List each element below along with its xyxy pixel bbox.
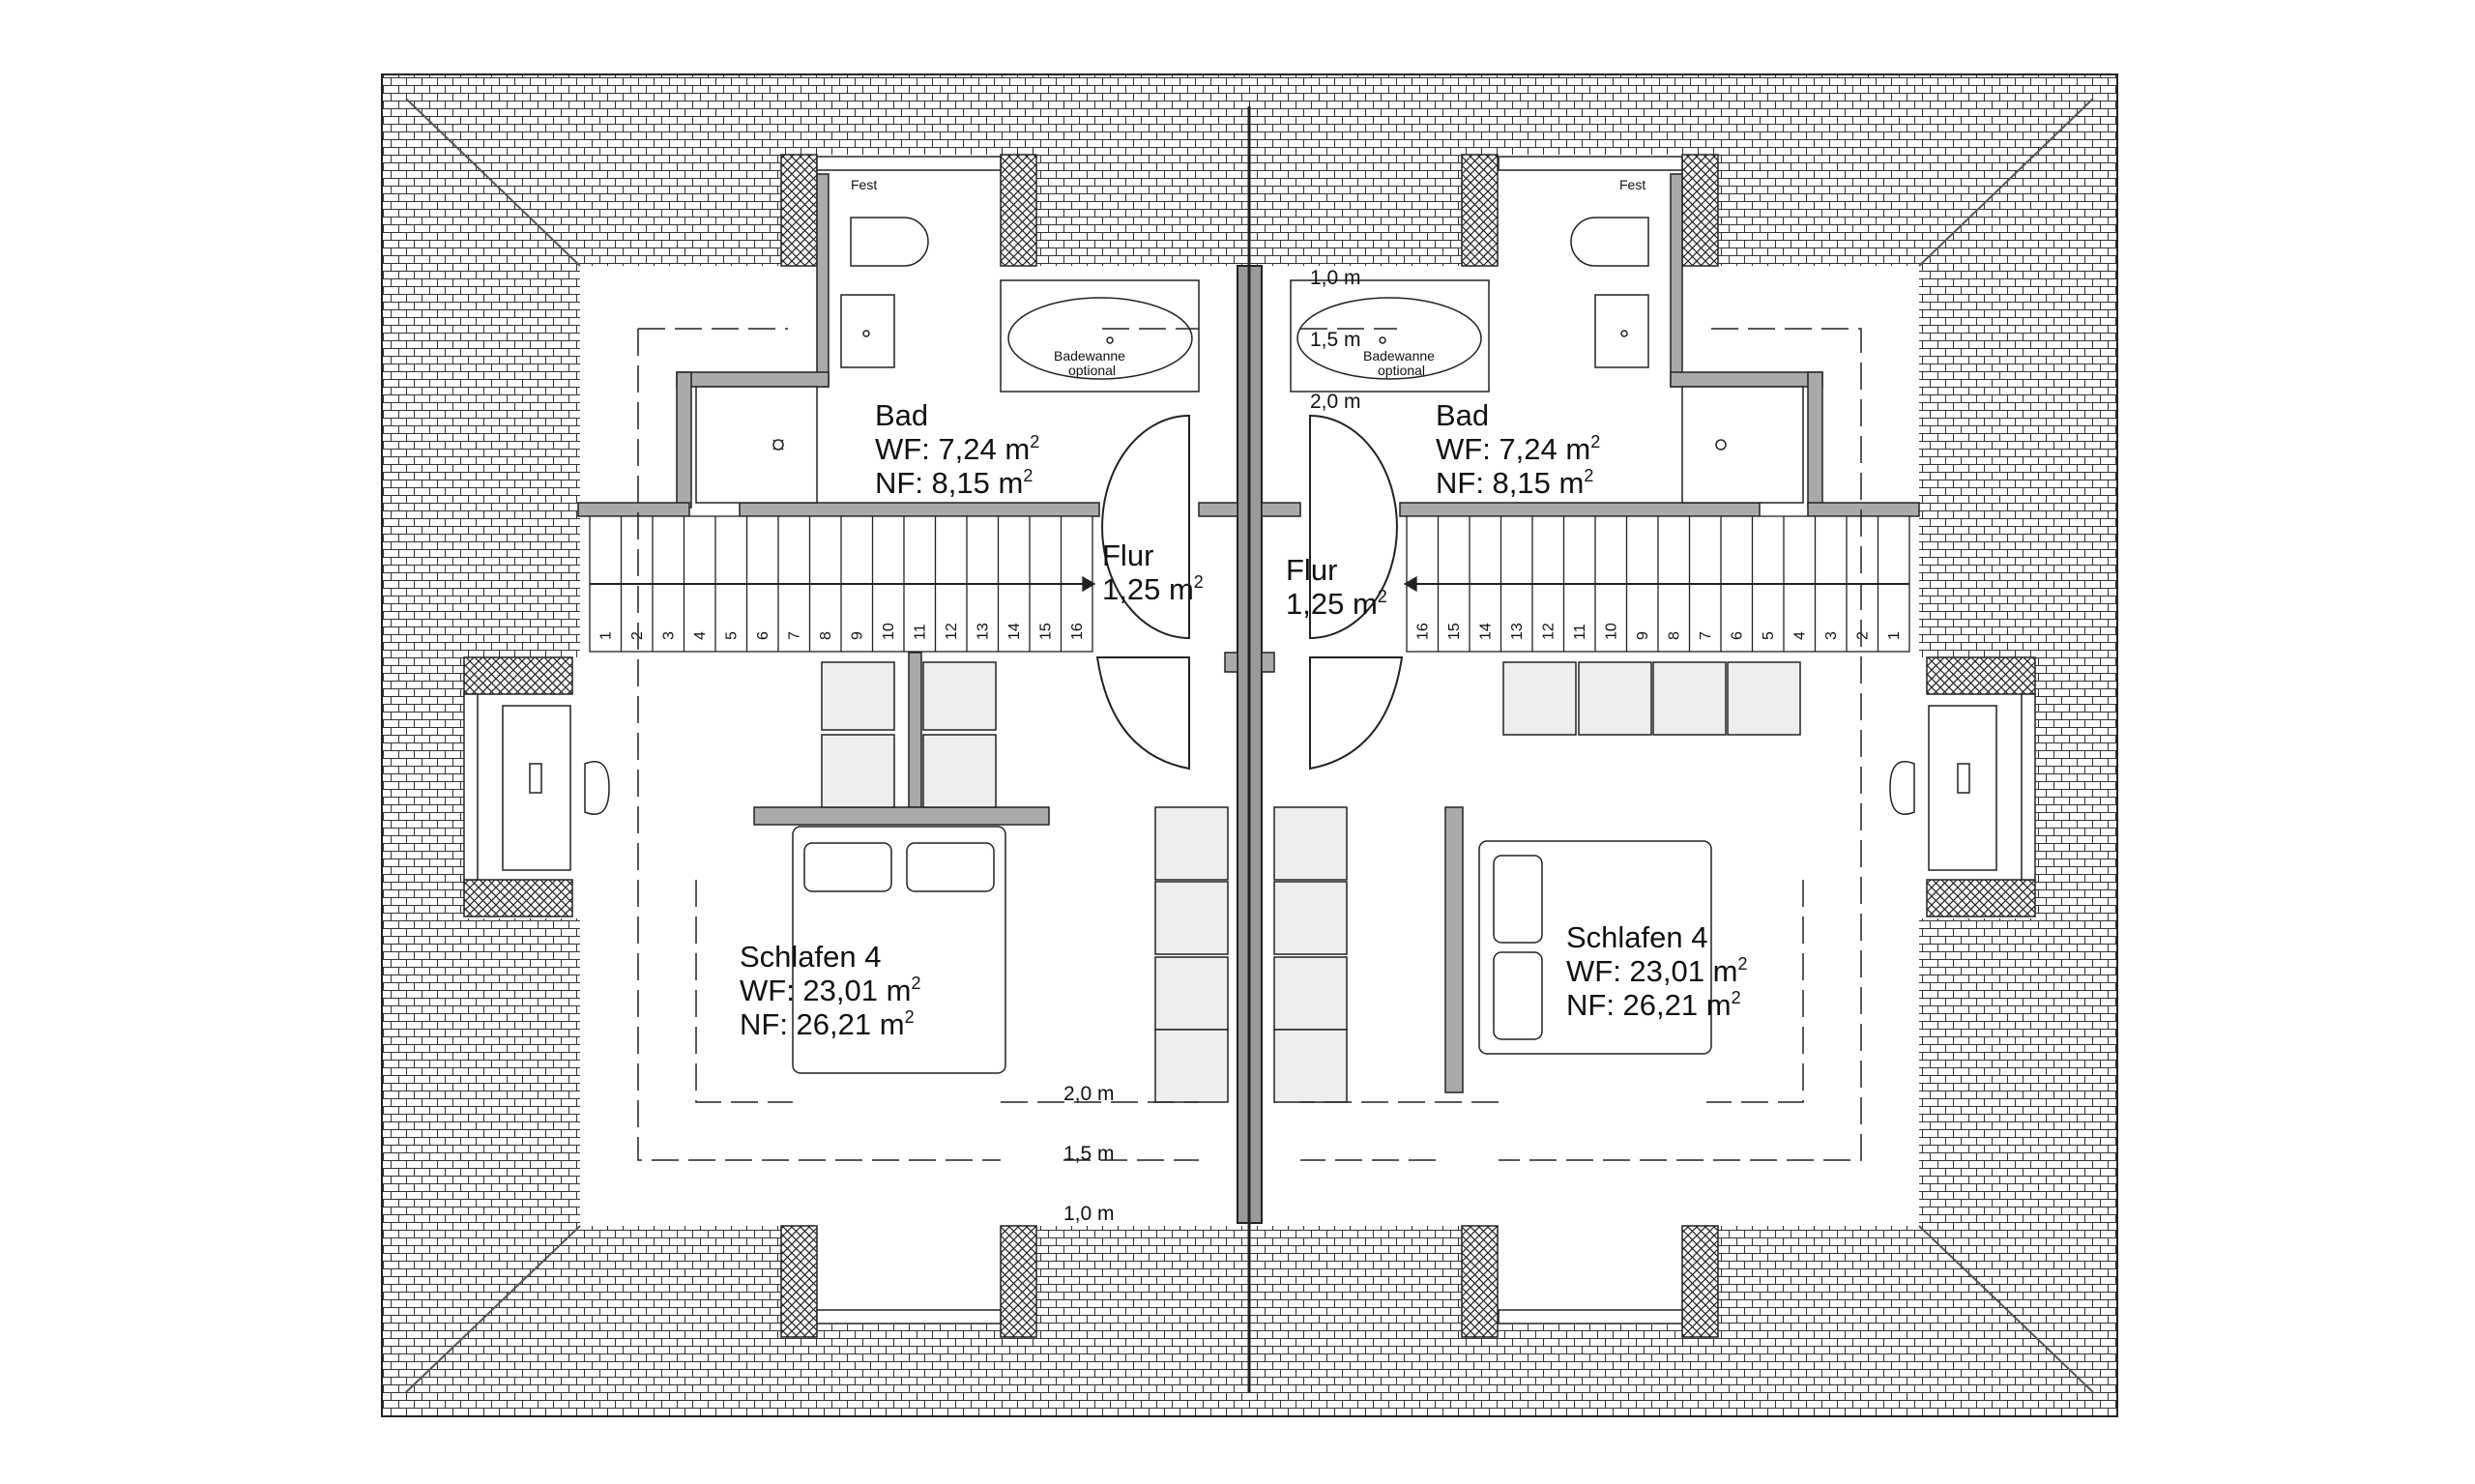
stair-step-number: 7 (786, 631, 802, 640)
tub-label: Badewanne (1363, 348, 1435, 364)
bedroom-wf: WF: 23,01 m2 (740, 974, 920, 1007)
bedroom-name: Schlafen 4 (740, 940, 882, 974)
labels-right: Fest Badewanne optional 1,0 m 1,5 m 2,0 … (1286, 177, 1747, 1022)
stair-step-number: 10 (1603, 623, 1619, 640)
hall-area: 1,25 m2 (1286, 587, 1387, 621)
stair-step-number: 14 (1477, 623, 1494, 640)
beds (792, 826, 1712, 1074)
stair-step-number: 15 (1037, 623, 1054, 640)
stair-step-number: 4 (1791, 631, 1808, 640)
stair-step-number: 13 (975, 623, 991, 640)
stair-step-number: 7 (1698, 631, 1714, 640)
stair-step-number: 12 (944, 623, 960, 640)
height-1-5: 1,5 m (1310, 329, 1361, 351)
stair-step-number: 9 (849, 631, 865, 640)
bath-name: Bad (875, 398, 928, 432)
stair-step-number: 5 (723, 631, 740, 640)
bath-wf: WF: 7,24 m2 (875, 432, 1039, 466)
stair-step-number: 13 (1509, 623, 1526, 640)
window-label: Fest (851, 177, 877, 192)
height-1-5: 1,5 m (1063, 1143, 1115, 1165)
stairs-right (1403, 515, 1910, 653)
tub-label-optional: optional (1068, 363, 1116, 378)
height-2-0: 2,0 m (1310, 391, 1361, 413)
stair-step-number: 3 (1823, 631, 1840, 640)
stair-step-number: 11 (912, 624, 928, 640)
bedroom-nf: NF: 26,21 m2 (740, 1007, 915, 1041)
dormer-walls (463, 154, 2036, 1338)
labels-left: Fest Badewanne optional Bad WF: 7,24 m2 … (740, 177, 1204, 1225)
height-2-0: 2,0 m (1063, 1083, 1115, 1105)
stair-step-number: 1 (597, 631, 614, 640)
stair-step-number: 16 (1069, 623, 1086, 640)
bath-nf: NF: 8,15 m2 (875, 466, 1033, 500)
stair-step-number: 6 (1729, 631, 1745, 640)
windows (463, 156, 2036, 1324)
stair-step-number: 6 (755, 631, 772, 640)
hall-doors (1095, 414, 1404, 771)
wardrobes (821, 661, 1801, 1103)
height-1-0: 1,0 m (1063, 1203, 1115, 1225)
bedroom-name: Schlafen 4 (1566, 920, 1708, 954)
bath-name: Bad (1436, 398, 1489, 432)
stair-step-number: 4 (692, 631, 709, 640)
height-lines (637, 328, 1862, 1161)
stair-step-number: 8 (818, 631, 834, 640)
stair-step-number: 5 (1761, 631, 1777, 640)
stair-step-number: 16 (1414, 623, 1431, 640)
height-1-0: 1,0 m (1310, 267, 1361, 289)
hall-name: Flur (1102, 538, 1153, 572)
stairs-left (589, 515, 1096, 653)
bathroom-fixtures-left (695, 217, 1200, 504)
stair-step-number: 14 (1006, 623, 1023, 640)
hall-name: Flur (1286, 553, 1337, 587)
bedroom-wf: WF: 23,01 m2 (1566, 954, 1747, 988)
desks (502, 705, 1997, 871)
stair-step-number: 8 (1666, 631, 1682, 640)
bath-nf: NF: 8,15 m2 (1436, 466, 1593, 500)
bathroom-fixtures-right (1290, 217, 1804, 504)
bath-wf: WF: 7,24 m2 (1436, 432, 1600, 466)
stair-step-number: 3 (660, 631, 677, 640)
stair-step-number: 9 (1635, 631, 1651, 640)
stair-step-number: 11 (1572, 624, 1588, 640)
window-label: Fest (1619, 177, 1645, 192)
tub-label-optional: optional (1378, 363, 1425, 378)
interior-walls (577, 173, 1920, 1093)
stair-step-number: 10 (881, 623, 897, 640)
tub-label: Badewanne (1054, 348, 1125, 364)
stair-step-number: 12 (1540, 623, 1557, 640)
stair-step-number: 2 (1854, 631, 1871, 640)
stair-step-number: 15 (1446, 623, 1463, 640)
stair-step-number: 1 (1886, 631, 1903, 640)
hall-area: 1,25 m2 (1102, 572, 1204, 606)
bedroom-nf: NF: 26,21 m2 (1566, 988, 1741, 1022)
